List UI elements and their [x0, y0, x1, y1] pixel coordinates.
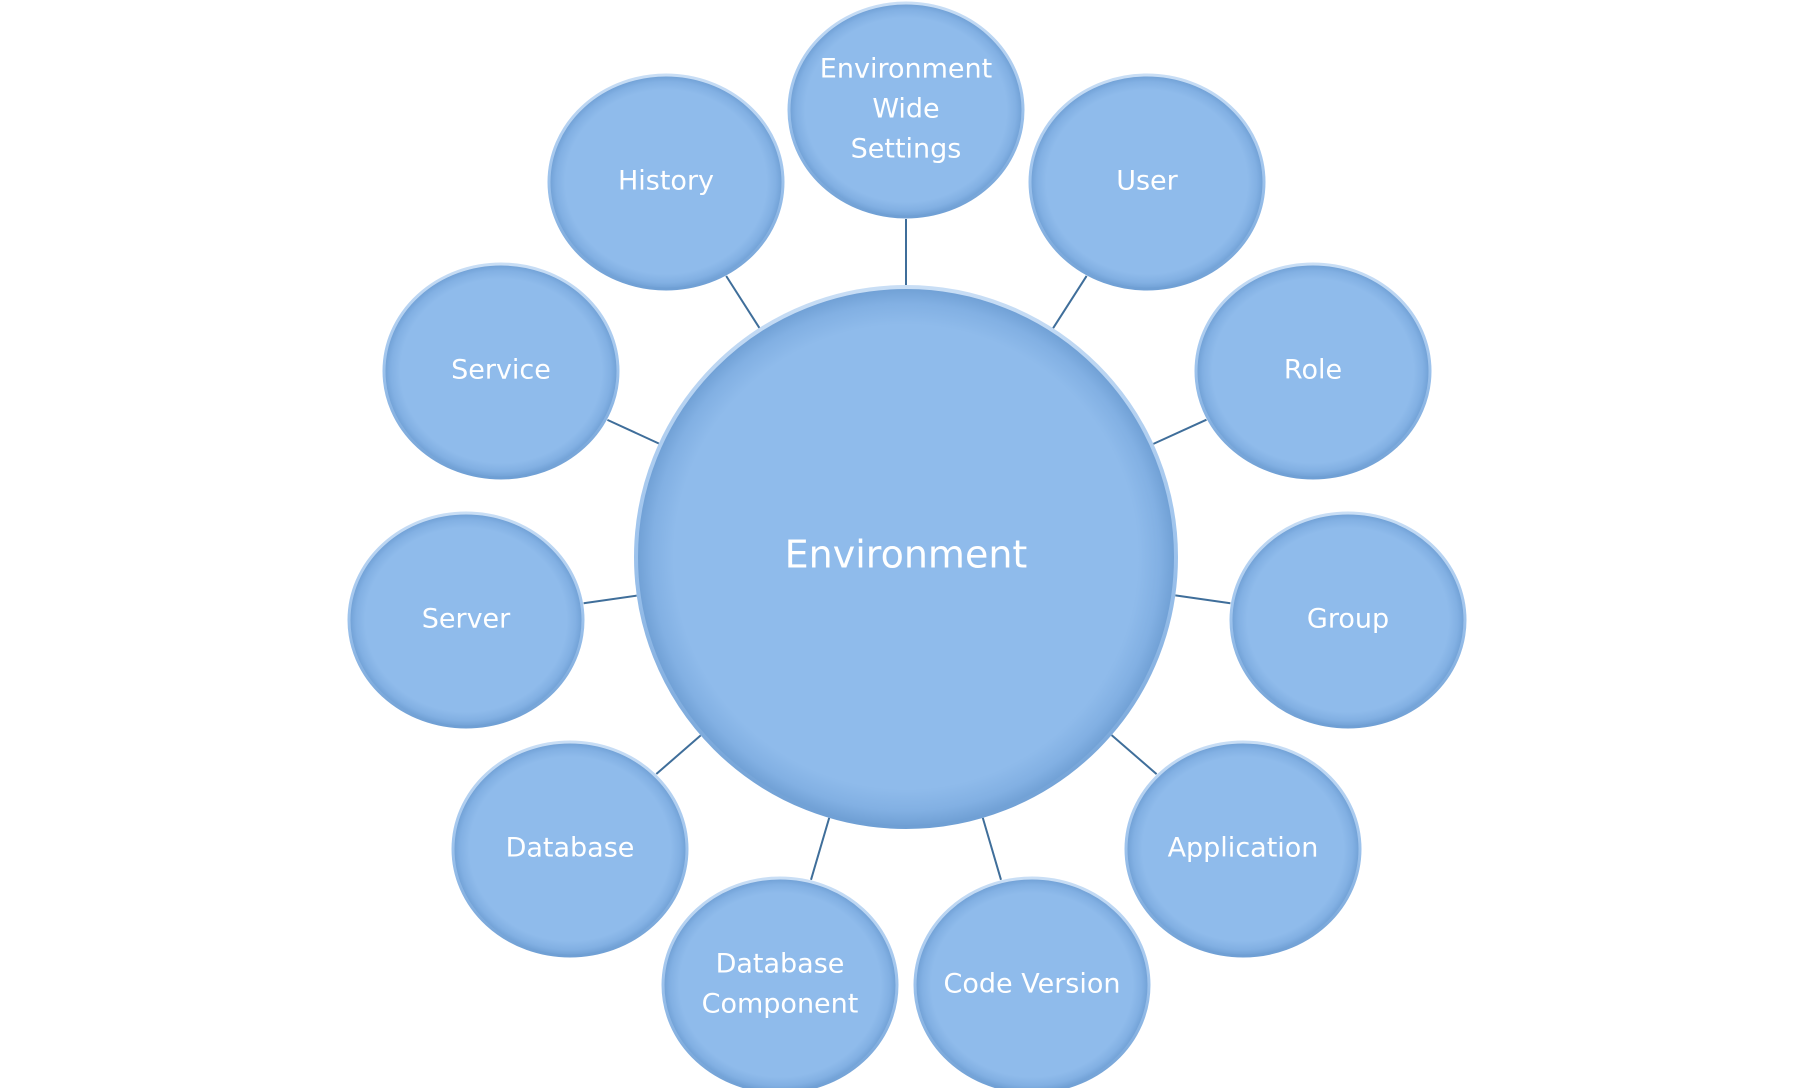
node-label-line: Component [702, 989, 859, 1020]
node-label-line: Environment [820, 54, 992, 85]
node-ellipse [1124, 740, 1362, 958]
node-label-line: Server [422, 604, 511, 635]
node-group[interactable]: Group [1229, 511, 1467, 729]
node-role[interactable]: Role [1194, 262, 1432, 480]
node-user[interactable]: User [1028, 73, 1266, 291]
node-ellipse [661, 876, 899, 1088]
connector-server [583, 594, 637, 605]
node-ellipse [547, 73, 785, 291]
node-ellipse [347, 511, 585, 729]
node-ellipse [787, 1, 1025, 219]
node-server[interactable]: Server [347, 511, 585, 729]
hub-circle [634, 285, 1178, 829]
hub-label: Environment [785, 533, 1028, 577]
connector-service [606, 418, 660, 445]
node-code-version[interactable]: Code Version [913, 876, 1151, 1088]
node-label-line: History [618, 166, 714, 197]
node-ellipse [382, 262, 620, 480]
node-ellipse [913, 876, 1151, 1088]
nodes-layer: EnvironmentWideSettingsUserRoleGroupAppl… [347, 1, 1467, 1088]
node-database[interactable]: Database [451, 740, 689, 958]
node-ellipse [1194, 262, 1432, 480]
node-label-line: Code Version [944, 969, 1121, 1000]
node-history[interactable]: History [547, 73, 785, 291]
node-label-line: Settings [851, 134, 962, 165]
node-label-line: Application [1168, 833, 1319, 864]
node-label-line: User [1116, 166, 1178, 197]
node-label-line: Database [716, 949, 845, 980]
connector-group [1175, 594, 1231, 605]
node-label-line: Wide [872, 94, 939, 125]
node-ellipse [451, 740, 689, 958]
node-label-line: Database [506, 833, 635, 864]
node-ellipse [1028, 73, 1266, 291]
connector-database [655, 734, 702, 775]
hub-node-environment[interactable]: Environment [634, 285, 1178, 829]
node-label-line: Service [451, 355, 551, 386]
connector-user [1052, 275, 1088, 329]
connector-database-component [810, 817, 831, 881]
node-label-line: Role [1284, 355, 1342, 386]
connectors-layer [583, 219, 1231, 881]
connector-history [725, 275, 761, 329]
connector-role [1152, 418, 1207, 445]
hub-layer: Environment [634, 285, 1178, 829]
connector-application [1110, 734, 1158, 775]
node-service[interactable]: Service [382, 262, 620, 480]
node-ellipse [1229, 511, 1467, 729]
connector-code-version [981, 817, 1002, 881]
node-label-line: Group [1307, 604, 1389, 635]
node-application[interactable]: Application [1124, 740, 1362, 958]
